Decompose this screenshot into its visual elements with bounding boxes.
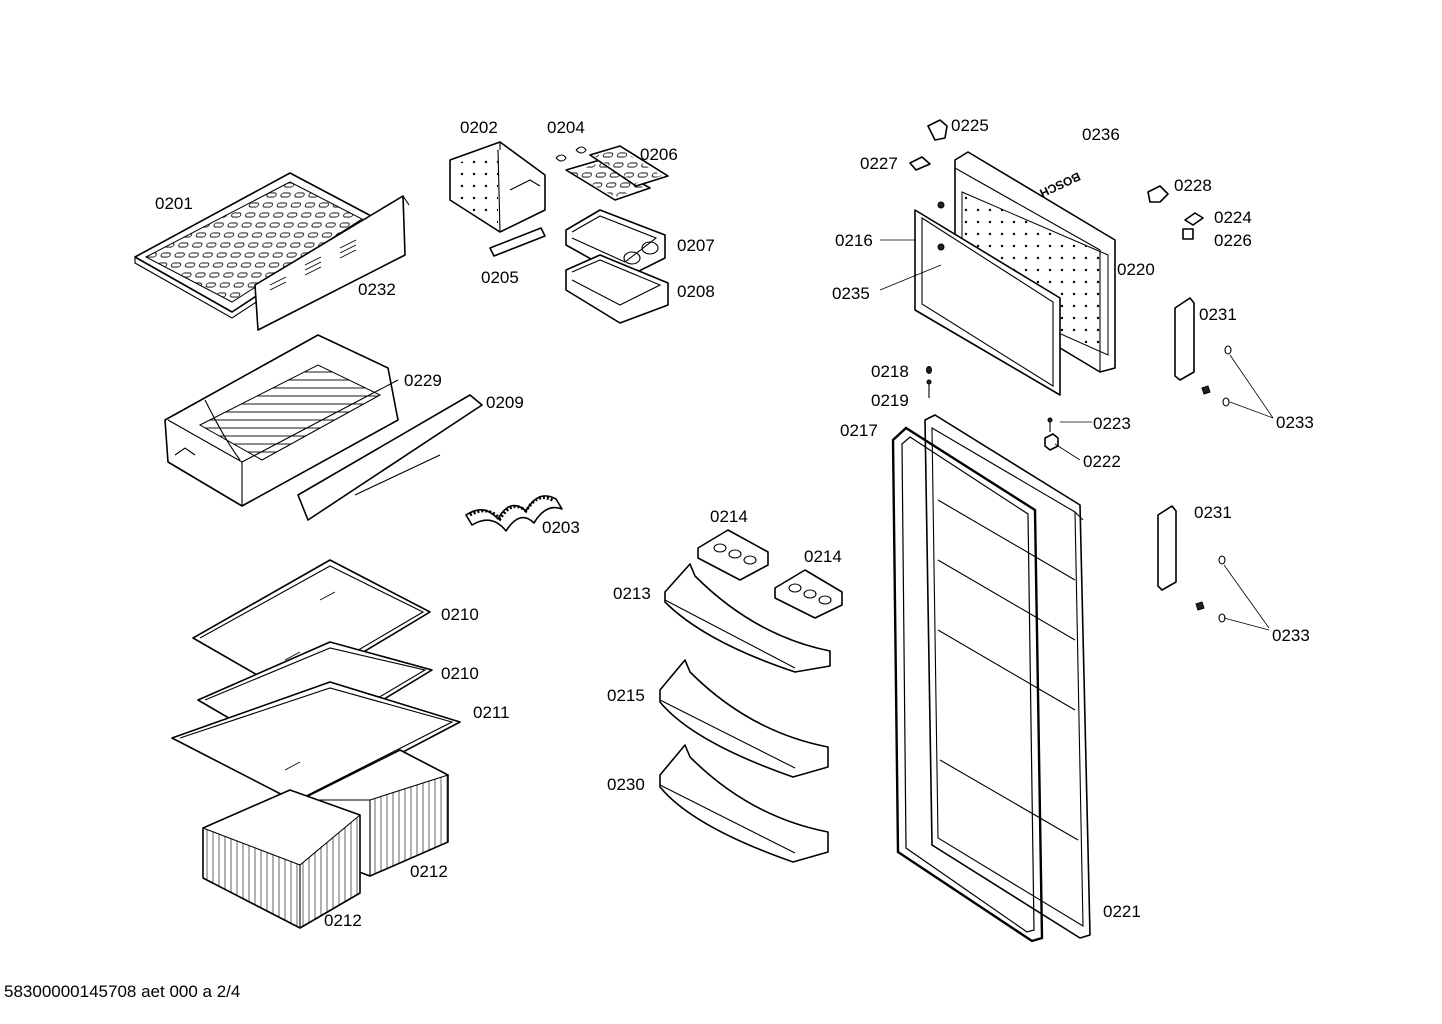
- label-0202: 0202: [460, 118, 498, 137]
- label-0205: 0205: [481, 268, 519, 287]
- label-0216: 0216: [835, 231, 873, 250]
- part-0226-pad: [1182, 228, 1194, 240]
- label-0228: 0228: [1174, 176, 1212, 195]
- part-0205-strip: [489, 227, 546, 257]
- label-0229: 0229: [404, 371, 442, 390]
- label-0231-lower: 0231: [1194, 503, 1232, 522]
- part-0233-screws-upper: [1201, 345, 1232, 407]
- brand-mark: BOSCH: [1037, 169, 1082, 200]
- part-0202-housing: [449, 141, 546, 233]
- part-0206-ice-trays: [565, 145, 669, 201]
- part-0211-glass-shelf-bottom: [171, 681, 461, 806]
- label-0214-left: 0214: [710, 507, 748, 526]
- label-0214-right: 0214: [804, 547, 842, 566]
- label-0209: 0209: [486, 393, 524, 412]
- label-0208: 0208: [677, 282, 715, 301]
- part-0228-cap: [1147, 185, 1169, 203]
- label-0201: 0201: [155, 194, 193, 213]
- part-0224-block: [1184, 212, 1204, 226]
- part-0203-wine-rack: [465, 495, 563, 532]
- part-0215-door-shelf: [659, 659, 829, 778]
- label-0231-upper: 0231: [1199, 305, 1237, 324]
- label-0212-rear: 0212: [410, 862, 448, 881]
- label-0223: 0223: [1093, 414, 1131, 433]
- part-0229-drawer: [164, 334, 399, 507]
- label-0212-front: 0212: [324, 911, 362, 930]
- part-0233-screws-lower: [1195, 555, 1226, 623]
- part-0225-hinge-cap: [927, 119, 948, 141]
- part-0216-freezer-gasket: [914, 209, 1061, 396]
- part-0214-egg-tray-right: [774, 569, 843, 619]
- label-0211: 0211: [473, 703, 510, 722]
- label-0227: 0227: [860, 154, 898, 173]
- part-0222-block: [1044, 433, 1059, 451]
- part-0223-pin: [1047, 417, 1053, 432]
- part-0204-clips: [555, 146, 587, 162]
- label-0206: 0206: [640, 145, 678, 164]
- document-footer-id: 58300000145708 aet 000 a 2/4: [4, 982, 241, 1001]
- label-0217: 0217: [840, 421, 878, 440]
- part-0213-door-shelf: [664, 563, 831, 673]
- part-0208-tray: [565, 254, 669, 324]
- label-0207: 0207: [677, 236, 715, 255]
- label-0233-upper: 0233: [1276, 413, 1314, 432]
- part-0227-cap: [909, 156, 931, 171]
- label-0220: 0220: [1117, 260, 1155, 279]
- part-0219-pin: [926, 379, 932, 398]
- part-0235-screw: [937, 201, 945, 251]
- label-0226: 0226: [1214, 231, 1252, 250]
- part-0207-tray-frame: [565, 209, 666, 279]
- label-0203: 0203: [542, 518, 580, 537]
- label-0236: 0236: [1082, 125, 1120, 144]
- label-0218: 0218: [871, 362, 909, 381]
- part-0201-wire-shelf: [134, 172, 376, 319]
- part-0221-fridge-door: [924, 414, 1091, 939]
- part-0209-flap: [297, 394, 483, 521]
- leader-lines: [879, 239, 1274, 631]
- part-0230-door-shelf: [659, 744, 829, 863]
- label-0221: 0221: [1103, 902, 1141, 921]
- part-0231-hinge-lower: [1157, 505, 1177, 591]
- label-0215: 0215: [607, 686, 645, 705]
- label-0232: 0232: [358, 280, 396, 299]
- part-0214-egg-tray-left: [697, 529, 769, 581]
- part-0218-nut: [926, 366, 932, 374]
- part-0231-hinge-upper: [1174, 297, 1195, 381]
- part-0232-front-cover: [254, 195, 410, 331]
- label-0235: 0235: [832, 284, 870, 303]
- label-0233-lower: 0233: [1272, 626, 1310, 645]
- part-0212-crisper-front: [202, 789, 361, 929]
- label-0219: 0219: [871, 391, 909, 410]
- label-0224: 0224: [1214, 208, 1252, 227]
- label-0225: 0225: [951, 116, 989, 135]
- part-0217-fridge-gasket: [891, 426, 1044, 943]
- label-0210-top: 0210: [441, 605, 479, 624]
- label-0213: 0213: [613, 584, 651, 603]
- label-0230: 0230: [607, 775, 645, 794]
- label-0210-middle: 0210: [441, 664, 479, 683]
- label-0222: 0222: [1083, 452, 1121, 471]
- label-0204: 0204: [547, 118, 585, 137]
